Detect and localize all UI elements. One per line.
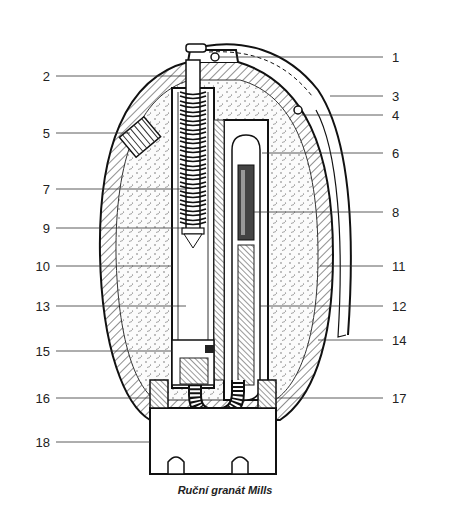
lever [206,44,351,335]
striker-point [184,234,202,248]
callout-number: 1 [392,51,399,64]
callout-number: 2 [43,70,50,83]
fuse-tube [232,135,260,400]
striker-spring [180,92,206,225]
detonator [238,165,254,240]
callout-number: 6 [392,147,399,160]
safety-pin [211,53,219,61]
callout-number: 3 [392,90,399,103]
lever-pin [294,106,302,114]
base-plug [150,380,276,474]
callout-number: 9 [43,222,50,235]
callout-number: 15 [36,345,50,358]
callout-number: 7 [43,183,50,196]
leader-lines [56,57,383,442]
callout-number: 17 [392,392,406,405]
callout-number: 5 [43,127,50,140]
callout-number: 11 [392,260,406,273]
callout-number: 13 [36,300,50,313]
callout-number: 14 [392,334,406,347]
explosive-filling [116,80,318,400]
detonator-tube [224,120,268,400]
callout-number: 16 [36,392,50,405]
cap-chamber [172,340,214,385]
callout-number: 12 [392,300,406,313]
callout-number: 10 [36,260,50,273]
callout-number: 8 [392,206,399,219]
callout-number: 18 [36,436,50,449]
callout-number: 4 [392,109,399,122]
filler-plug [119,117,160,157]
grenade-shell [100,62,333,420]
figure-caption: Ruční granát Mills [178,484,273,496]
striker [186,60,200,230]
